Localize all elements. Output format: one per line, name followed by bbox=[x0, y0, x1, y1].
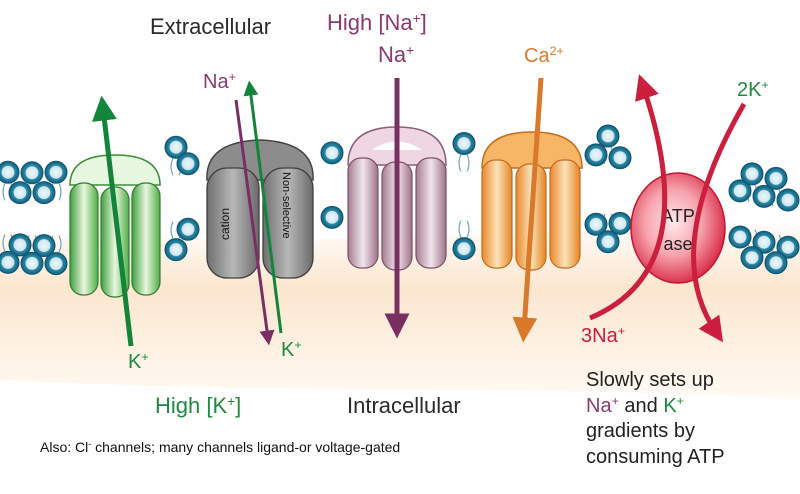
lipid-head bbox=[608, 146, 632, 170]
lipid-head bbox=[752, 184, 776, 208]
k-left-base: K bbox=[128, 351, 142, 373]
lipid-tail bbox=[458, 154, 470, 172]
lipid-head bbox=[0, 160, 20, 184]
calcium-influx-arrow bbox=[512, 77, 544, 343]
lipid-head bbox=[32, 181, 56, 205]
potassium-pump-in-arrow bbox=[691, 102, 747, 343]
lipid-head bbox=[164, 135, 188, 159]
high-sodium-sup: + bbox=[412, 10, 421, 26]
ca-sup: 2+ bbox=[549, 44, 564, 59]
high-k-sup: + bbox=[227, 393, 236, 409]
lipid-tail bbox=[458, 220, 470, 238]
atpase-label-line2: ase bbox=[663, 234, 692, 254]
sodium-top-ion-label: Na+ bbox=[203, 70, 236, 93]
lipid-head bbox=[584, 212, 608, 236]
high-sodium-close: ] bbox=[420, 10, 427, 35]
two-potassium-label: 2K+ bbox=[737, 78, 769, 101]
potassium-mid-label: K+ bbox=[281, 338, 302, 361]
cation-label: cation bbox=[218, 208, 232, 240]
na-channel-sup: + bbox=[406, 42, 415, 58]
footnote-pre: Also: Cl bbox=[40, 439, 89, 455]
lipid-head bbox=[176, 152, 200, 176]
potassium-efflux-arrow bbox=[92, 95, 134, 347]
lipid-head bbox=[764, 166, 788, 190]
lipid-head bbox=[728, 225, 752, 249]
lipid-head bbox=[320, 141, 344, 165]
lipid-head bbox=[740, 246, 764, 270]
pump-caption-na-sup: + bbox=[611, 393, 619, 408]
footnote-sup: - bbox=[88, 438, 92, 449]
k-mid-base: K bbox=[281, 339, 295, 361]
footnote: Also: Cl- channels; many channels ligand… bbox=[40, 438, 401, 455]
calcium-ion-label: Ca2+ bbox=[524, 44, 564, 67]
k-mid-sup: + bbox=[294, 338, 302, 353]
high-k-close: ] bbox=[235, 393, 242, 418]
pump-caption-line3: gradients by bbox=[586, 420, 695, 443]
pump-caption-na: Na bbox=[586, 394, 612, 417]
lipid-head bbox=[452, 132, 476, 156]
k-two-base: 2K bbox=[737, 79, 762, 101]
lipid-head bbox=[164, 238, 188, 262]
ca-base: Ca bbox=[524, 45, 550, 67]
lipid-head bbox=[596, 124, 620, 148]
lipid-head bbox=[32, 234, 56, 258]
pump-caption-line2: Na+ and K+ bbox=[586, 394, 725, 420]
atpase-label-line1: ATP bbox=[661, 206, 695, 226]
sodium-influx-arrow bbox=[234, 99, 275, 346]
lipid-head bbox=[776, 188, 800, 212]
lipid-head bbox=[44, 160, 68, 184]
na-top-base: Na bbox=[203, 71, 229, 93]
pump-caption-and: and bbox=[618, 394, 664, 417]
pump-caption-line4: consuming ATP bbox=[586, 445, 725, 468]
lipid-head bbox=[740, 162, 764, 186]
sodium-channel-ion-label: Na+ bbox=[378, 42, 415, 67]
three-sodium-label: 3Na+ bbox=[581, 324, 625, 347]
lipid-head bbox=[764, 251, 788, 275]
na-channel-base: Na bbox=[378, 42, 407, 67]
high-sodium-label: High [Na+] bbox=[327, 10, 427, 35]
na-top-sup: + bbox=[228, 70, 236, 85]
na-three-base: 3Na bbox=[581, 325, 618, 347]
pump-caption-k-sup: + bbox=[676, 393, 684, 408]
k-left-sup: + bbox=[141, 350, 149, 365]
lipid-head bbox=[596, 230, 620, 254]
lipid-head bbox=[320, 205, 344, 229]
potassium-efflux-arrow-channel bbox=[243, 80, 283, 334]
lipid-head bbox=[752, 230, 776, 254]
lipid-head bbox=[20, 161, 44, 185]
pump-caption-k: K bbox=[663, 394, 677, 417]
lipid-head bbox=[20, 251, 44, 275]
high-k-text: High [K bbox=[155, 393, 228, 418]
atpase-pump: ATP ase bbox=[630, 172, 726, 284]
lipid-heads bbox=[0, 124, 800, 276]
extracellular-label: Extracellular bbox=[150, 14, 272, 39]
lipid-head bbox=[44, 252, 68, 276]
sodium-pump-out-arrow bbox=[589, 74, 668, 321]
lipid-head bbox=[176, 217, 200, 241]
lipid-head bbox=[0, 250, 20, 274]
lipid-head bbox=[452, 237, 476, 261]
non-selective-cation-channel: cation Non-selective bbox=[206, 139, 314, 279]
high-potassium-label: High [K+] bbox=[155, 393, 242, 418]
lipid-head bbox=[776, 235, 800, 259]
lipid-head bbox=[8, 233, 32, 257]
lipid-head bbox=[8, 181, 32, 205]
pump-caption: Slowly sets up Na+ and K+ gradients by c… bbox=[586, 368, 725, 470]
footnote-post: channels; many channels ligand-or voltag… bbox=[91, 439, 401, 455]
pump-caption-line1: Slowly sets up bbox=[586, 369, 714, 391]
k-two-sup: + bbox=[761, 78, 769, 93]
lipid-head bbox=[584, 143, 608, 167]
na-three-sup: + bbox=[617, 324, 625, 339]
lipid-head bbox=[728, 179, 752, 203]
intracellular-label: Intracellular bbox=[347, 393, 461, 418]
high-sodium-text: High [Na bbox=[327, 10, 413, 35]
non-selective-label: Non-selective bbox=[280, 172, 292, 239]
intracellular-region bbox=[0, 220, 800, 400]
potassium-left-label: K+ bbox=[128, 350, 149, 373]
